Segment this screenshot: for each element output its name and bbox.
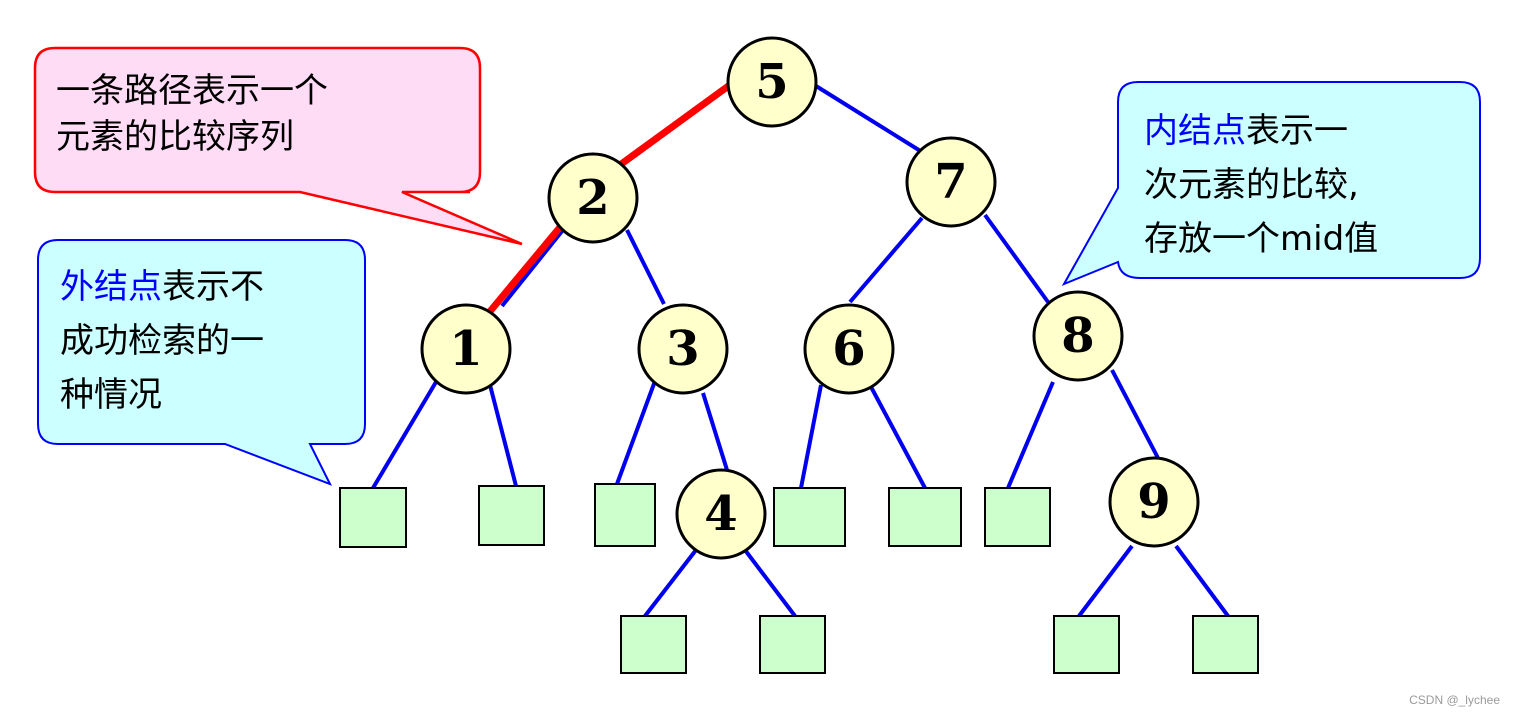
external-node (1192, 615, 1259, 674)
edge-4-leaf-b (743, 548, 797, 618)
node-8: 8 (1032, 290, 1124, 382)
callout-external-line-1-rest: 表示不 (162, 267, 264, 307)
edge-6-leaf-b (868, 384, 927, 489)
external-node (984, 487, 1051, 547)
callout-internal-bubble (1061, 81, 1481, 287)
callout-internal-line-1-rest: 表示一 (1246, 111, 1348, 151)
callout-internal-node: 内结点表示一 次元素的比较, 存放一个mid值 (1061, 81, 1481, 287)
node-1: 1 (420, 303, 512, 395)
node-6: 6 (803, 303, 895, 395)
edge-6-leaf-a (799, 384, 823, 489)
callout-external-line-2: 成功检索的一 (60, 321, 264, 361)
highlighted-search-path (482, 82, 732, 320)
path-edge-2-1 (482, 209, 576, 320)
callout-external-bubble (37, 239, 366, 486)
path-edge-5-2 (619, 82, 732, 167)
node-7-label: 7 (934, 154, 967, 210)
node-3-label: 3 (666, 321, 699, 377)
external-node (1053, 615, 1120, 674)
edge-7-6 (848, 216, 924, 304)
external-node (888, 487, 962, 547)
callout-internal-line-2: 次元素的比较, (1144, 165, 1359, 205)
node-5-label: 5 (755, 54, 788, 110)
callout-path-line-1: 一条路径表示一个 (56, 71, 328, 111)
callout-path-line-2: 元素的比较序列 (56, 117, 294, 157)
external-nodes (339, 483, 1259, 674)
node-4: 4 (675, 468, 767, 560)
edge-3-leaf (615, 380, 657, 485)
edge-1-leaf-b (488, 384, 518, 487)
node-9: 9 (1108, 456, 1200, 548)
internal-node-term: 内结点 (1144, 111, 1246, 151)
callout-external-line-1: 外结点表示不 (60, 267, 264, 307)
node-4-label: 4 (704, 486, 737, 542)
external-node (759, 615, 826, 674)
node-2: 2 (547, 152, 639, 244)
external-node (773, 487, 846, 547)
edge-4-leaf-a (643, 548, 698, 618)
internal-nodes: 5 2 7 1 3 6 8 4 (420, 36, 1200, 560)
tree-edges (371, 84, 1230, 618)
callout-internal-line-3: 存放一个mid值 (1144, 219, 1378, 259)
external-node (594, 483, 656, 547)
external-node (620, 615, 687, 674)
callout-internal-line-1: 内结点表示一 (1144, 111, 1348, 151)
callout-path-bubble (33, 46, 523, 246)
edge-3-4 (701, 392, 729, 471)
edge-1-leaf-a (371, 380, 438, 490)
edge-9-leaf-a (1077, 544, 1134, 618)
callout-external-line-3: 种情况 (60, 375, 162, 415)
callout-path-meaning: 一条路径表示一个 元素的比较序列 (33, 46, 523, 246)
edge-9-leaf-b (1174, 544, 1230, 618)
edge-2-3 (625, 229, 666, 305)
node-9-label: 9 (1137, 474, 1170, 530)
external-node (339, 487, 407, 548)
external-node-term: 外结点 (60, 267, 162, 307)
node-7: 7 (905, 136, 997, 228)
edge-8-9 (1110, 369, 1160, 459)
edge-8-leaf (1006, 381, 1055, 489)
callout-external-node: 外结点表示不 成功检索的一 种情况 (37, 239, 366, 486)
edge-5-7 (814, 84, 924, 154)
external-node (478, 485, 545, 546)
edge-7-8 (983, 213, 1050, 304)
node-3: 3 (637, 303, 729, 395)
watermark: CSDN @_lychee (1409, 693, 1500, 707)
node-8-label: 8 (1061, 308, 1094, 364)
node-5: 5 (726, 36, 818, 128)
node-1-label: 1 (449, 321, 482, 377)
node-2-label: 2 (576, 170, 609, 226)
node-6-label: 6 (832, 321, 865, 377)
